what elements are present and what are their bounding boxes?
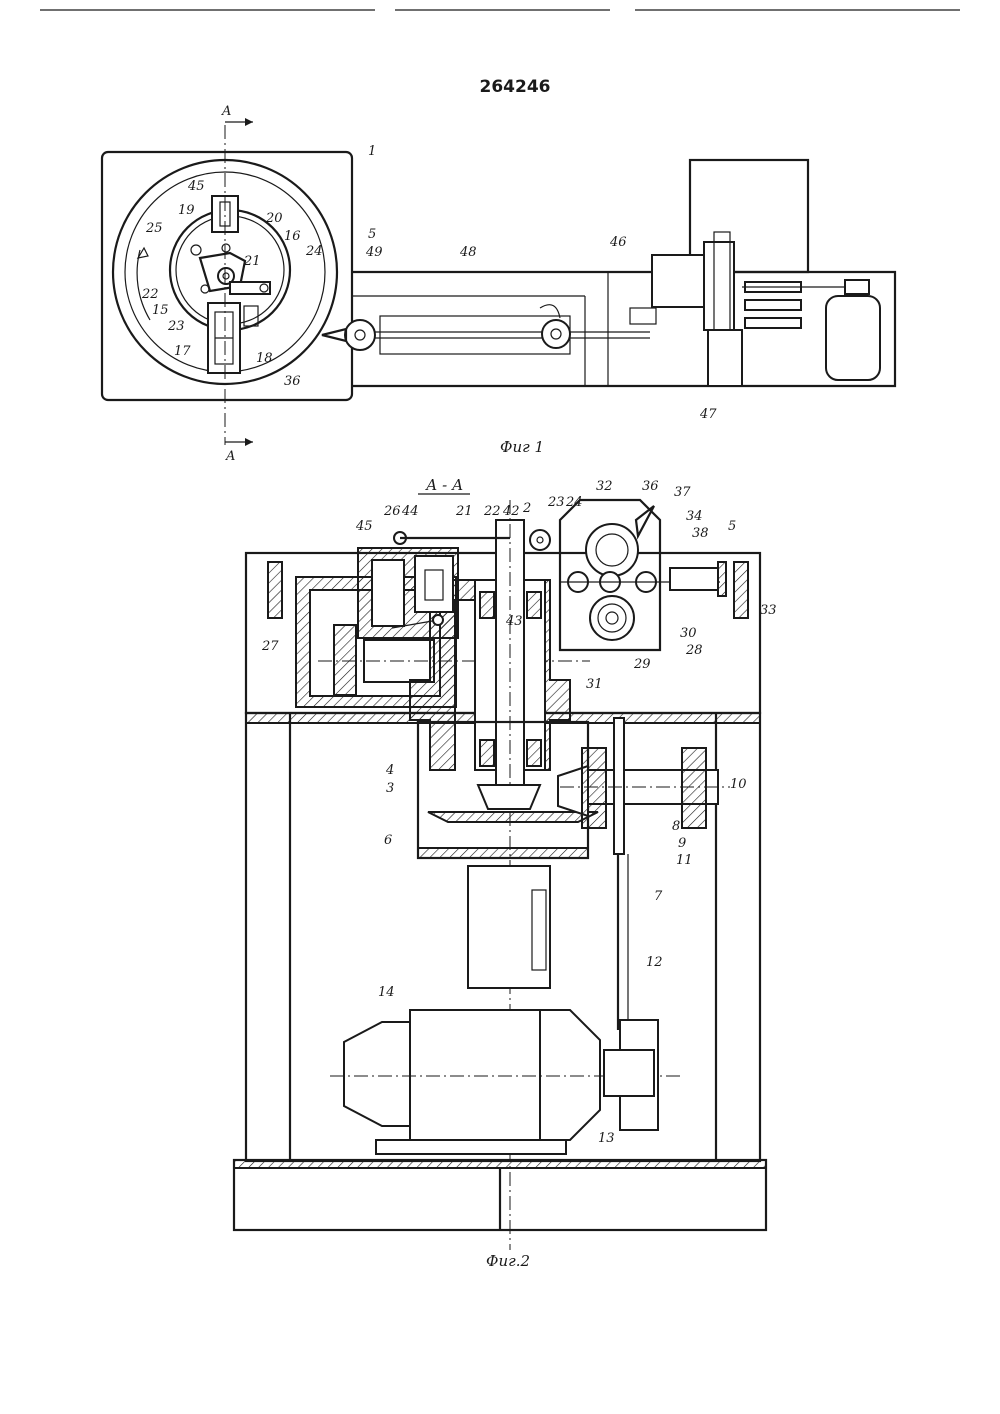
label-2: 2 [522, 501, 531, 516]
label-44: 44 [401, 504, 419, 519]
label-32: 32 [596, 479, 613, 494]
label-43: 43 [505, 614, 523, 629]
label-49: 49 [365, 245, 383, 260]
label-6: 6 [384, 833, 392, 848]
label-17: 17 [174, 344, 191, 359]
label-34: 34 [686, 509, 703, 524]
label-14: 14 [378, 985, 395, 1000]
label-24-fig2: 24 [565, 495, 583, 510]
label-36-fig2: 36 [642, 479, 659, 494]
figure-2-caption: Фиг.2 [486, 1252, 530, 1270]
label-45-fig1: 45 [187, 179, 205, 194]
label-24-fig1: 24 [305, 244, 323, 259]
label-21-fig2: 21 [455, 504, 473, 519]
label-27: 27 [261, 639, 279, 654]
label-28: 28 [685, 643, 703, 658]
label-36-fig1: 36 [284, 374, 301, 389]
figure-2: А - А [234, 476, 777, 1270]
section-title: А - А [425, 476, 463, 494]
label-42: 42 [502, 504, 520, 519]
label-45-fig2: 45 [355, 519, 373, 534]
label-20: 20 [265, 211, 283, 226]
label-23-fig1: 23 [167, 319, 185, 334]
label-9: 9 [678, 836, 686, 851]
label-19: 19 [178, 203, 195, 218]
figure-1: A A 1 45 19 20 [102, 104, 895, 464]
label-21-fig1: 21 [243, 254, 261, 269]
label-22-fig1: 22 [141, 287, 159, 302]
label-26: 26 [383, 504, 401, 519]
label-4: 4 [385, 763, 394, 778]
label-47: 47 [699, 407, 717, 422]
label-5-fig1: 5 [368, 227, 376, 242]
label-23-fig2: 23 [547, 495, 565, 510]
label-1: 1 [368, 144, 376, 159]
label-11: 11 [676, 853, 693, 868]
label-15: 15 [152, 303, 169, 318]
figure-1-caption: Фиг 1 [500, 438, 544, 456]
label-31: 31 [586, 677, 603, 692]
label-5-fig2: 5 [728, 519, 736, 534]
label-16: 16 [284, 229, 301, 244]
section-mark-bottom: A [225, 449, 235, 464]
label-33: 33 [760, 603, 777, 618]
label-3: 3 [386, 781, 394, 796]
label-8: 8 [672, 819, 680, 834]
label-46: 46 [609, 235, 627, 250]
label-30: 30 [680, 626, 697, 641]
label-10: 10 [730, 777, 747, 792]
label-25: 25 [145, 221, 163, 236]
label-13: 13 [598, 1131, 615, 1146]
label-37: 37 [674, 485, 691, 500]
label-22-fig2: 22 [483, 504, 501, 519]
label-38: 38 [692, 526, 709, 541]
section-mark-top: A [221, 104, 231, 119]
label-48: 48 [459, 245, 477, 260]
label-12: 12 [646, 955, 663, 970]
patent-number: 264246 [480, 77, 551, 97]
label-18: 18 [256, 351, 273, 366]
label-7: 7 [654, 889, 663, 904]
label-29: 29 [633, 657, 651, 672]
